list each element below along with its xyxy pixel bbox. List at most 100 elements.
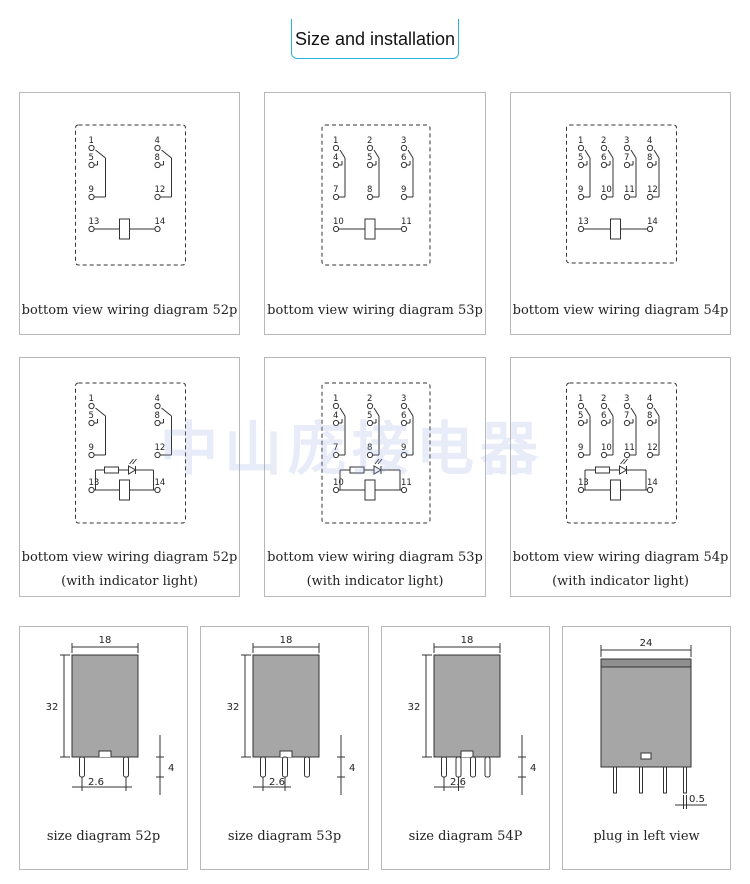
coil (610, 479, 621, 501)
contact-blade (407, 149, 414, 159)
pin-label: 4 (155, 394, 160, 404)
terminal-pin (577, 144, 585, 152)
dimension-label: 4 (530, 763, 536, 774)
pin-label: 1 (333, 394, 338, 404)
terminal-pin (600, 451, 608, 459)
relay-body (71, 654, 139, 758)
terminal-pin (600, 144, 608, 152)
relay-body-side (600, 658, 692, 768)
pin-label: 5 (578, 153, 583, 163)
dimension-label: 4 (349, 763, 355, 774)
terminal-pin (577, 451, 585, 459)
dimension-label: 32 (408, 702, 421, 713)
led-diode (373, 465, 383, 475)
size-caption: size diagram 52p (46, 829, 161, 844)
terminal-pin (366, 419, 374, 427)
terminal-pin (154, 451, 161, 459)
terminal-pin (400, 225, 408, 233)
pin-label: 9 (401, 185, 406, 195)
size-diagram-53p: 18 32 4 2.6 (227, 635, 355, 795)
dimension-label: 2.6 (88, 777, 104, 788)
contact-blade (607, 149, 614, 159)
terminal-pin (600, 419, 608, 427)
pin-label: 14 (647, 478, 658, 488)
terminal-pin (154, 225, 161, 233)
terminal-pin (88, 419, 95, 427)
terminal-pin (366, 193, 374, 201)
pin-label: 7 (624, 411, 629, 421)
relay-outline (75, 382, 186, 524)
terminal-pin (400, 486, 408, 494)
dimension-label: 32 (46, 702, 59, 713)
terminal-pin (88, 144, 95, 152)
relay-outline (75, 124, 186, 266)
pin-label: 4 (155, 136, 160, 146)
terminal-pin (154, 193, 161, 201)
terminal-pin (366, 451, 374, 459)
pin-label: 11 (624, 443, 635, 453)
pin-label: 11 (624, 185, 635, 195)
terminal-pin (623, 402, 631, 410)
terminal-pin (88, 486, 95, 494)
terminal-pin (332, 193, 340, 201)
relay-outline (566, 124, 677, 264)
pin-label: 2 (601, 136, 606, 146)
pin-label: 1 (333, 136, 338, 146)
section-title: Size and installation (291, 19, 459, 59)
led-ray (377, 458, 383, 465)
relay-outline (321, 124, 431, 266)
terminal-pin (88, 161, 95, 169)
pin-label: 9 (89, 443, 94, 453)
terminal-pin (154, 486, 161, 494)
wiring-caption: bottom view wiring diagram 53p (267, 550, 483, 565)
terminal-leg (470, 756, 476, 778)
terminal-pin (400, 419, 408, 427)
terminal-pin (366, 161, 374, 169)
wiring-caption: bottom view wiring diagram 52p (21, 550, 238, 565)
terminal-pin (646, 193, 654, 201)
dimension-label: 18 (280, 635, 293, 646)
wiring-caption-sub: (with indicator light) (61, 574, 198, 589)
contact-blade (95, 149, 106, 159)
pin-label: 2 (367, 394, 372, 404)
body-notch (98, 750, 112, 757)
terminal-pin (154, 419, 161, 427)
dimension-label: 2.6 (269, 777, 285, 788)
terminal-leg (484, 756, 491, 778)
pin-label: 1 (89, 394, 94, 404)
led-diode (128, 465, 137, 475)
led-ray (374, 458, 380, 465)
terminal-pin (332, 144, 340, 152)
pin-label: 10 (601, 443, 612, 453)
plug-side-view-diagram: 240.5 (600, 638, 707, 809)
led-ray (620, 458, 625, 465)
terminal-pin (88, 225, 95, 233)
coil (610, 218, 621, 240)
pin-label: 8 (155, 153, 160, 163)
dimension-label: 32 (227, 702, 240, 713)
coil (119, 218, 130, 240)
terminal-pin (646, 225, 654, 233)
pin-label: 3 (624, 136, 629, 146)
terminal-leg (260, 756, 266, 778)
terminal-pin (623, 161, 631, 169)
terminal-pin (88, 451, 95, 459)
terminal-pin (332, 402, 340, 410)
terminal-pin (646, 144, 654, 152)
pin-label: 6 (601, 153, 606, 163)
pin-label: 5 (578, 411, 583, 421)
terminal-pin (646, 451, 654, 459)
contact-blade (339, 149, 346, 159)
contact-blade (630, 407, 637, 417)
terminal-pin (88, 193, 95, 201)
pin-label: 6 (401, 153, 406, 163)
led-ray (623, 458, 628, 465)
